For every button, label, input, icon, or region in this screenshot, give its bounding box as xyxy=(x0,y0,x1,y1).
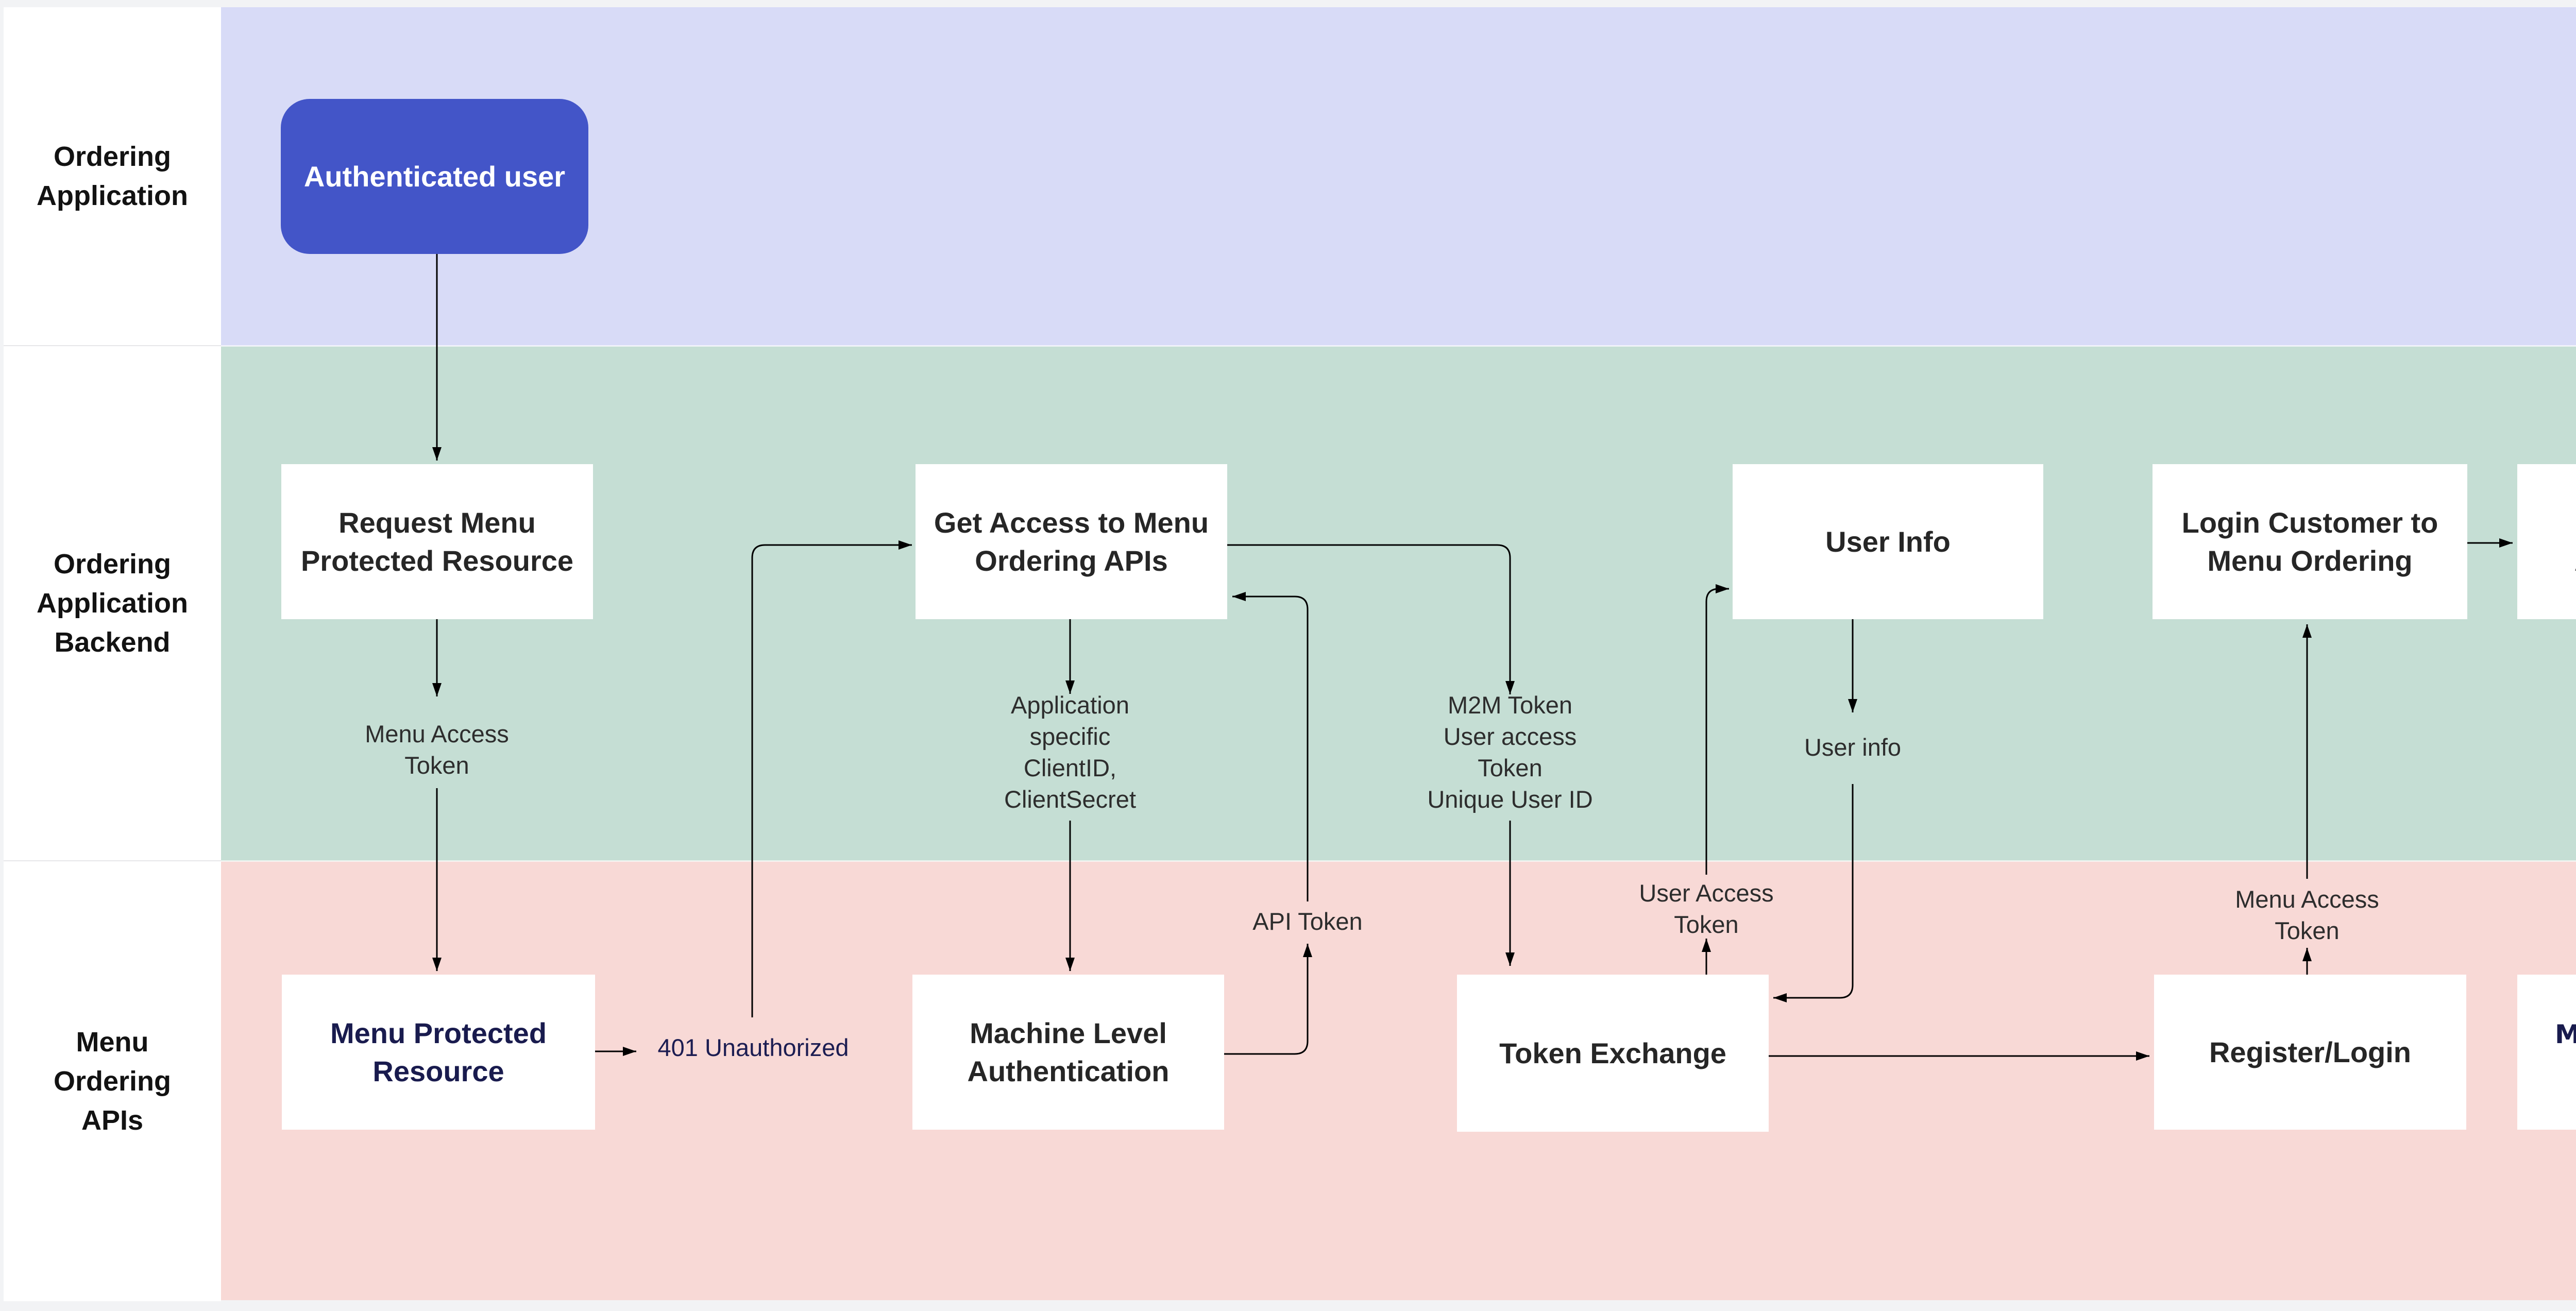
node-get-access-menu-apis: Get Access to Menu Ordering APIs xyxy=(916,464,1227,619)
lane-header-ordering-application: Ordering Application xyxy=(4,7,221,346)
lane-label: Ordering Application Backend xyxy=(37,549,188,658)
lane-ordering-application-body xyxy=(221,7,2576,346)
node-customer-authenticated: Customer Authenticated xyxy=(2517,464,2576,619)
lane-separator xyxy=(221,860,2576,862)
lane-label: Menu Ordering APIs xyxy=(53,1027,172,1136)
edge-label-401-unauthorized: 401 Unauthorized xyxy=(657,1034,849,1061)
edge-label-menu-access-token-above-register: Menu Access Token xyxy=(2235,886,2379,944)
node-menu-protected-resource-2: Menu Protected Resource xyxy=(2517,975,2576,1130)
node-machine-level-authentication: Machine Level Authentication xyxy=(912,975,1224,1130)
edge-label-application-specific-credentials: Application specific ClientID, ClientSec… xyxy=(1004,691,1136,813)
edge-label-user-info-return: User info xyxy=(1804,734,1902,761)
lane-header-ordering-backend: Ordering Application Backend xyxy=(4,346,221,861)
node-register-login: Register/Login xyxy=(2154,975,2466,1130)
edge-label-m2m-token: M2M Token User access Token Unique User … xyxy=(1427,691,1593,813)
edge-label-menu-access-token-1: Menu Access Token xyxy=(365,720,509,779)
edge-label-user-access-token: User Access Token xyxy=(1639,879,1774,938)
node-login-customer: Login Customer to Menu Ordering xyxy=(2153,464,2467,619)
node-token-exchange: Token Exchange xyxy=(1457,975,1769,1132)
lane-separator xyxy=(221,345,2576,347)
node-authenticated-user: Authenticated user xyxy=(281,99,588,254)
node-request-menu-protected-resource: Request Menu Protected Resource xyxy=(281,464,593,619)
edge-label-api-token: API Token xyxy=(1252,908,1363,935)
node-user-info: User Info xyxy=(1733,464,2043,619)
node-menu-protected-resource-1: Menu Protected Resource xyxy=(282,975,595,1130)
lane-header-menu-apis: Menu Ordering APIs xyxy=(4,861,221,1301)
lane-label: Ordering Application xyxy=(37,141,188,211)
